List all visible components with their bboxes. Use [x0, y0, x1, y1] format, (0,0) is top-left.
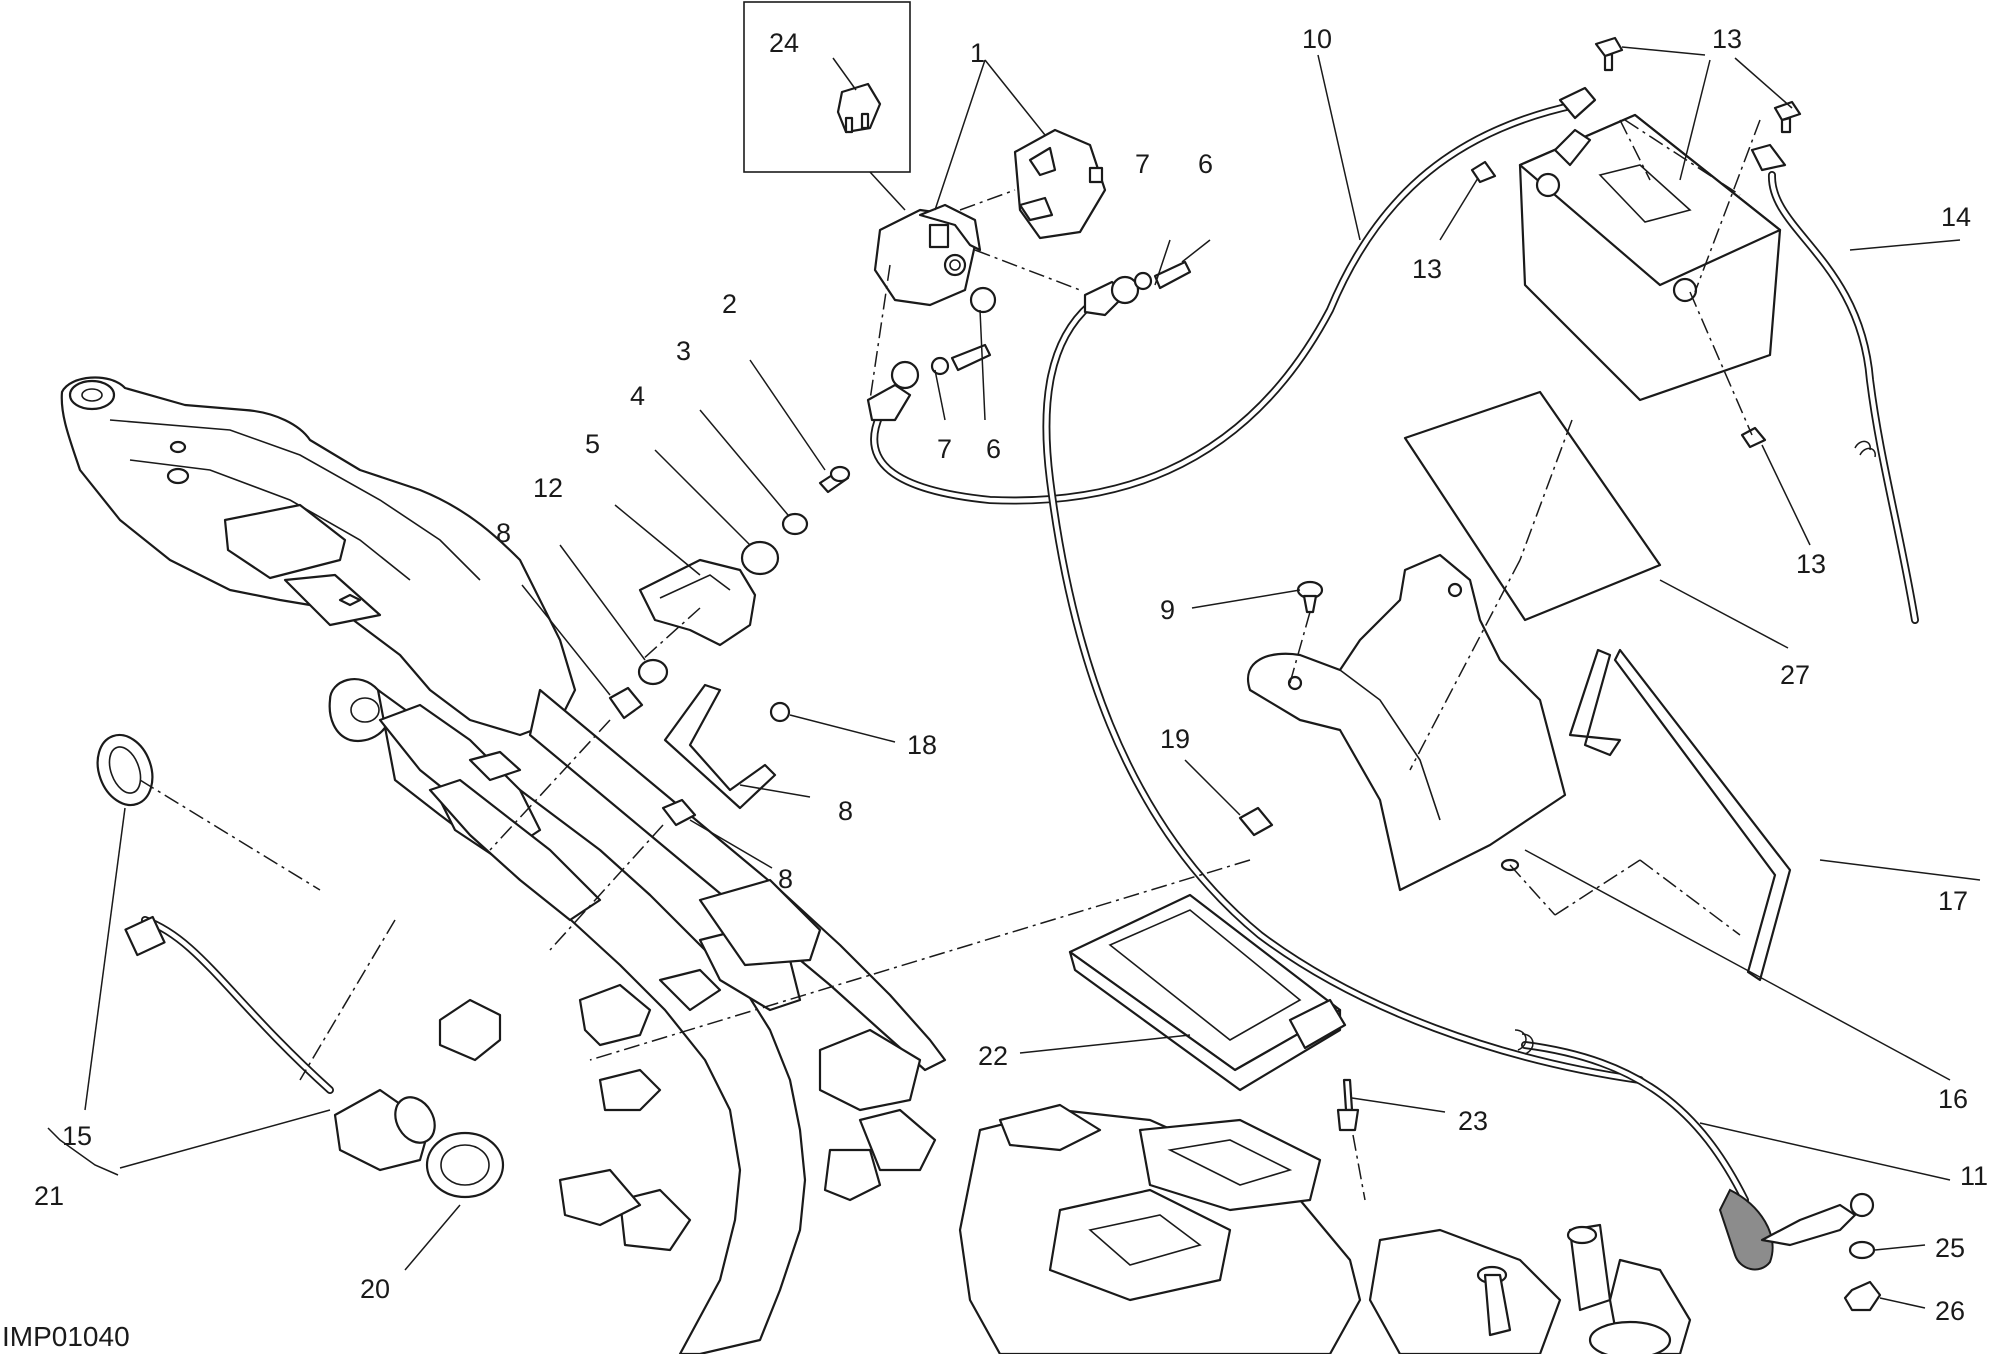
label-20: 20 — [360, 1274, 390, 1304]
bolts-13 — [1470, 36, 1802, 449]
part-labels: 24 1 10 13 13 14 7 6 13 2 3 4 5 7 6 12 8… — [2, 24, 1988, 1352]
rear-frame — [60, 376, 1692, 1354]
ring-15 — [96, 733, 154, 807]
label-13a: 13 — [1712, 24, 1742, 54]
label-11: 11 — [1960, 1161, 1988, 1191]
label-14: 14 — [1941, 202, 1971, 232]
washer-nut-25-26 — [1843, 1240, 1882, 1312]
label-12: 12 — [533, 473, 563, 503]
assembly-lines — [139, 119, 1761, 1201]
label-9: 9 — [1160, 595, 1175, 625]
ecu-22 — [1068, 893, 1347, 1092]
label-6a: 6 — [1198, 149, 1213, 179]
label-18: 18 — [907, 730, 937, 760]
label-27: 27 — [1780, 660, 1810, 690]
label-7a: 7 — [1135, 149, 1150, 179]
label-1: 1 — [970, 38, 985, 68]
socket-20 — [124, 915, 505, 1199]
label-13c: 13 — [1796, 549, 1826, 579]
battery-strap-17 — [1568, 648, 1792, 982]
screw-9 — [1296, 580, 1324, 614]
grommet-12 — [637, 658, 669, 686]
label-22: 22 — [978, 1041, 1008, 1071]
battery-pad-27 — [1403, 390, 1662, 622]
label-8a: 8 — [496, 518, 511, 548]
cable-break — [1859, 447, 1876, 458]
cable-main — [141, 101, 1919, 1204]
label-13b: 13 — [1412, 254, 1442, 284]
label-15: 15 — [62, 1121, 92, 1151]
label-8b: 19 — [1160, 724, 1190, 754]
label-10: 10 — [1302, 24, 1332, 54]
label-24: 24 — [769, 28, 799, 58]
label-2: 2 — [722, 289, 737, 319]
label-6b: 6 — [986, 434, 1001, 464]
diagram-code: IMP01040 — [2, 1321, 130, 1352]
label-4: 4 — [630, 381, 645, 411]
label-7b: 7 — [937, 434, 952, 464]
inset-box — [743, 1, 911, 173]
cable-break — [1521, 1033, 1534, 1055]
label-21: 21 — [34, 1181, 64, 1211]
screw-18 — [769, 701, 791, 723]
nut-clip-8 — [608, 686, 1274, 837]
battery-box-16 — [1247, 553, 1567, 892]
terminals-6-7 — [866, 260, 1192, 422]
washer-3 — [781, 512, 809, 536]
label-5: 5 — [585, 429, 600, 459]
label-25: 25 — [1935, 1233, 1965, 1263]
battery — [1518, 86, 1782, 402]
bracket-19 — [663, 683, 777, 810]
leader-lines — [47, 46, 1981, 1309]
starter-relay-1 — [873, 128, 1107, 307]
label-16: 16 — [1938, 1084, 1968, 1114]
label-8c: 8 — [778, 864, 793, 894]
cable-terminal-11 — [1718, 1188, 1875, 1271]
grommet-4 — [740, 540, 780, 576]
label-17: 17 — [1938, 886, 1968, 916]
label-23: 23 — [1458, 1106, 1488, 1136]
label-3: 3 — [676, 336, 691, 366]
bracket-5 — [638, 558, 757, 647]
cable-break — [1514, 1029, 1527, 1051]
spacer-23 — [1336, 1078, 1360, 1132]
label-19: 8 — [838, 796, 853, 826]
bolt-2 — [818, 465, 851, 494]
label-26: 26 — [1935, 1296, 1965, 1326]
fuse-24 — [836, 82, 882, 134]
